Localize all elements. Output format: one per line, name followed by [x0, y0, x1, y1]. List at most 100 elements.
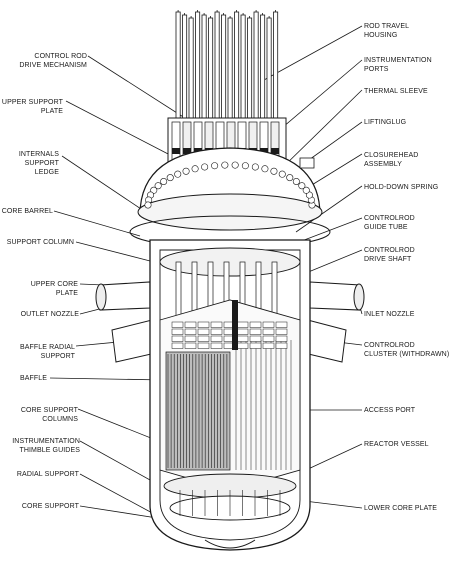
drive-coil	[271, 148, 279, 154]
label-rod-travel-housing: ROD TRAVEL HOUSING	[364, 23, 410, 39]
core-barrel-wall	[159, 249, 301, 541]
assembly-top-nozzle	[249, 321, 262, 328]
label-core-support-columns: CORE SUPPORT COLUMNS	[20, 407, 78, 423]
assembly-top-nozzle	[184, 335, 197, 342]
label-inlet-nozzle: INLET NOZZLE	[364, 311, 415, 318]
label-closure-head-assembly: CLOSUREHEAD ASSEMBLY	[364, 152, 419, 168]
assembly-top-nozzle	[262, 335, 275, 342]
label-internals-support-ledge: INTERNALS SUPPORT LEDGE	[18, 151, 59, 176]
label-radial-support: RADIAL SUPPORT	[16, 471, 79, 478]
assembly-top-nozzle	[184, 321, 197, 328]
label-baffle: BAFFLE	[19, 375, 47, 382]
leader-line	[79, 473, 157, 516]
head-penetration	[261, 165, 269, 173]
label-instrumentation-thimble-guides: INSTRUMENTATION THIMBLE GUIDES	[12, 438, 80, 454]
leader-line	[305, 121, 363, 163]
outlet-nozzle-mouth	[95, 283, 107, 311]
head-penetration	[292, 177, 300, 185]
assembly-top-nozzle	[197, 328, 210, 335]
label-control-rod-cluster: CONTROLROD CLUSTER (WITHDRAWN)	[364, 342, 450, 358]
head-penetration	[221, 161, 229, 169]
leader-line	[279, 89, 363, 171]
label-upper-core-plate: UPPER CORE PLATE	[30, 281, 78, 297]
leader-line	[61, 155, 151, 216]
assembly-top-nozzle	[275, 321, 288, 328]
assembly-top-nozzle	[197, 321, 210, 328]
label-reactor-vessel: REACTOR VESSEL	[364, 441, 429, 448]
assembly-top-nozzle	[236, 321, 249, 328]
head-penetration	[160, 177, 168, 185]
assembly-top-nozzle	[197, 335, 210, 342]
assembly-top-nozzle	[210, 321, 223, 328]
leader-line	[305, 443, 363, 471]
fuel-assembly-section	[165, 351, 231, 471]
assembly-top-nozzle	[210, 335, 223, 342]
head-penetration	[182, 167, 190, 175]
leader-line	[263, 25, 363, 81]
assembly-top-nozzle	[210, 328, 223, 335]
head-penetration	[270, 167, 278, 175]
vessel-bottom-head	[204, 539, 256, 549]
label-control-rod-drive-shaft: CONTROLROD DRIVE SHAFT	[364, 247, 415, 263]
lifting-lug	[299, 157, 315, 169]
rod-travel-housing-bundle	[167, 10, 287, 165]
leader-line	[49, 377, 167, 381]
label-support-column: SUPPORT COLUMN	[6, 239, 74, 246]
head-penetration	[298, 182, 306, 190]
vessel-body	[149, 239, 311, 551]
outlet-nozzle-left	[99, 281, 151, 311]
head-penetration	[278, 170, 286, 178]
head-penetration	[191, 165, 199, 173]
label-instrumentation-ports: INSTRUMENTATION PORTS	[364, 57, 432, 73]
label-core-support: CORE SUPPORT	[21, 503, 79, 510]
assembly-top-nozzle	[171, 342, 184, 349]
head-penetration	[305, 191, 313, 199]
leader-line	[87, 55, 189, 121]
label-thermal-sleeve: THERMAL SLEEVE	[364, 88, 428, 95]
assembly-top-nozzle	[275, 328, 288, 335]
assembly-top-nozzle	[171, 321, 184, 328]
label-hold-down-spring: HOLD-DOWN SPRING	[364, 184, 439, 191]
head-penetration	[174, 170, 182, 178]
label-baffle-radial-support: BAFFLE RADIAL SUPPORT	[20, 344, 75, 360]
assembly-top-nozzle	[236, 335, 249, 342]
leader-line	[53, 210, 141, 237]
assembly-top-nozzle	[262, 342, 275, 349]
head-penetration	[302, 186, 310, 194]
head-penetration	[211, 162, 219, 170]
assembly-top-nozzle	[262, 321, 275, 328]
assembly-top-nozzle	[249, 335, 262, 342]
head-penetration	[154, 182, 162, 190]
inlet-nozzle-mouth	[353, 283, 365, 311]
assembly-top-nozzle	[262, 328, 275, 335]
head-penetration	[144, 201, 152, 209]
head-penetration	[201, 163, 209, 171]
closure-head-flange	[137, 193, 323, 231]
inlet-nozzle-right	[309, 281, 361, 311]
label-control-rod-drive-mechanism: CONTROL ROD DRIVE MECHANISM	[19, 53, 87, 69]
nozzles	[95, 281, 365, 363]
head-penetration	[150, 186, 158, 194]
drive-coil	[172, 148, 180, 154]
assembly-top-nozzle	[249, 328, 262, 335]
head-penetration	[251, 163, 259, 171]
drive-coil	[183, 148, 191, 154]
head-penetration	[241, 162, 249, 170]
head-penetration	[231, 161, 239, 169]
assembly-top-nozzle	[275, 335, 288, 342]
control-rod-cluster	[232, 300, 238, 350]
label-control-rod-guide-tube: CONTROLROD GUIDE TUBE	[364, 215, 415, 231]
assembly-top-nozzle	[184, 328, 197, 335]
head-penetration	[166, 174, 174, 182]
assembly-top-nozzle	[171, 328, 184, 335]
leader-line	[65, 100, 173, 157]
assembly-top-nozzle	[236, 342, 249, 349]
leader-line	[75, 241, 155, 263]
closure-head	[129, 147, 331, 249]
drive-mechanism-housing	[171, 121, 181, 161]
support-column	[175, 261, 182, 321]
leader-line	[295, 185, 363, 233]
assembly-top-nozzle	[236, 328, 249, 335]
